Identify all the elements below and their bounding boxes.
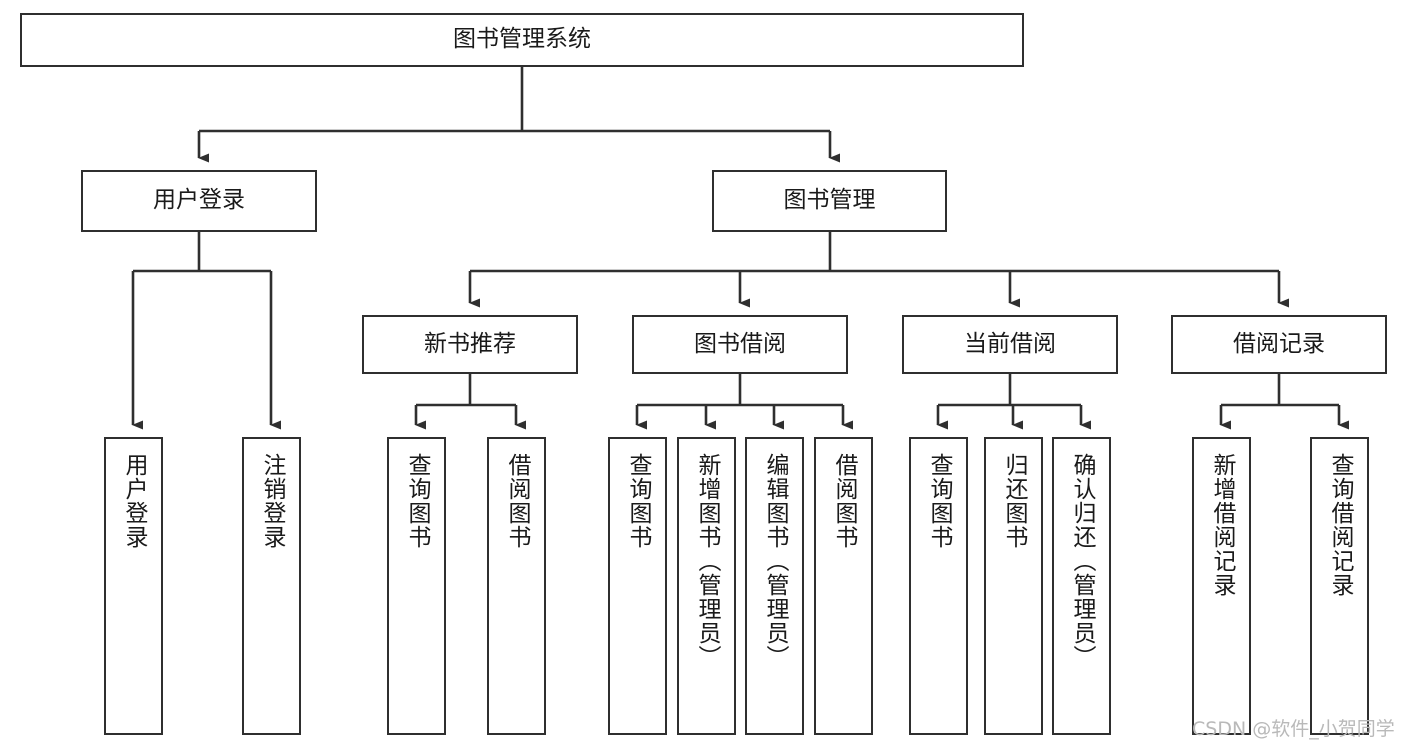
- node-leaf-query-borrow-record-label: 查询借阅记录: [1327, 453, 1353, 597]
- node-borrow-record-label: 借阅记录: [1233, 330, 1325, 357]
- node-leaf-logout-login[interactable]: 注销登录: [242, 437, 301, 735]
- node-leaf-borrow-book-2[interactable]: 借阅图书: [814, 437, 873, 735]
- node-leaf-query-book-1-label: 查询图书: [404, 453, 430, 549]
- node-leaf-logout-login-label: 注销登录: [259, 453, 285, 549]
- node-leaf-query-book-2-label: 查询图书: [625, 453, 651, 549]
- node-leaf-return-book[interactable]: 归还图书: [984, 437, 1043, 735]
- node-leaf-query-book-2[interactable]: 查询图书: [608, 437, 667, 735]
- node-current-borrow[interactable]: 当前借阅: [902, 315, 1118, 374]
- node-leaf-query-book-1[interactable]: 查询图书: [387, 437, 446, 735]
- node-book-manage[interactable]: 图书管理: [712, 170, 947, 232]
- node-leaf-confirm-return[interactable]: 确认归还（管理员）: [1052, 437, 1111, 735]
- node-root[interactable]: 图书管理系统: [20, 13, 1024, 67]
- node-leaf-add-book-label: 新增图书（管理员）: [694, 453, 720, 669]
- node-leaf-edit-book-label: 编辑图书（管理员）: [762, 453, 788, 669]
- node-leaf-borrow-book-1[interactable]: 借阅图书: [487, 437, 546, 735]
- node-book-borrow[interactable]: 图书借阅: [632, 315, 848, 374]
- node-current-borrow-label: 当前借阅: [964, 330, 1056, 357]
- node-book-borrow-label: 图书借阅: [694, 330, 786, 357]
- node-new-book-recommend-label: 新书推荐: [424, 330, 516, 357]
- node-leaf-user-login-label: 用户登录: [121, 453, 147, 549]
- node-leaf-add-borrow-record-label: 新增借阅记录: [1209, 453, 1235, 597]
- node-root-label: 图书管理系统: [453, 26, 591, 53]
- node-new-book-recommend[interactable]: 新书推荐: [362, 315, 578, 374]
- node-leaf-query-book-3-label: 查询图书: [926, 453, 952, 549]
- node-leaf-add-borrow-record[interactable]: 新增借阅记录: [1192, 437, 1251, 735]
- node-leaf-confirm-return-label: 确认归还（管理员）: [1069, 453, 1095, 669]
- node-borrow-record[interactable]: 借阅记录: [1171, 315, 1387, 374]
- node-leaf-add-book[interactable]: 新增图书（管理员）: [677, 437, 736, 735]
- node-leaf-query-borrow-record[interactable]: 查询借阅记录: [1310, 437, 1369, 735]
- node-book-manage-label: 图书管理: [783, 187, 876, 214]
- node-user-login-label: 用户登录: [153, 187, 245, 214]
- node-leaf-borrow-book-1-label: 借阅图书: [504, 453, 530, 549]
- node-user-login[interactable]: 用户登录: [81, 170, 317, 232]
- node-leaf-return-book-label: 归还图书: [1001, 453, 1027, 549]
- node-leaf-borrow-book-2-label: 借阅图书: [831, 453, 857, 549]
- csdn-watermark: CSDN @软件_小贺同学: [1192, 718, 1395, 740]
- node-leaf-query-book-3[interactable]: 查询图书: [909, 437, 968, 735]
- node-leaf-user-login[interactable]: 用户登录: [104, 437, 163, 735]
- node-leaf-edit-book[interactable]: 编辑图书（管理员）: [745, 437, 804, 735]
